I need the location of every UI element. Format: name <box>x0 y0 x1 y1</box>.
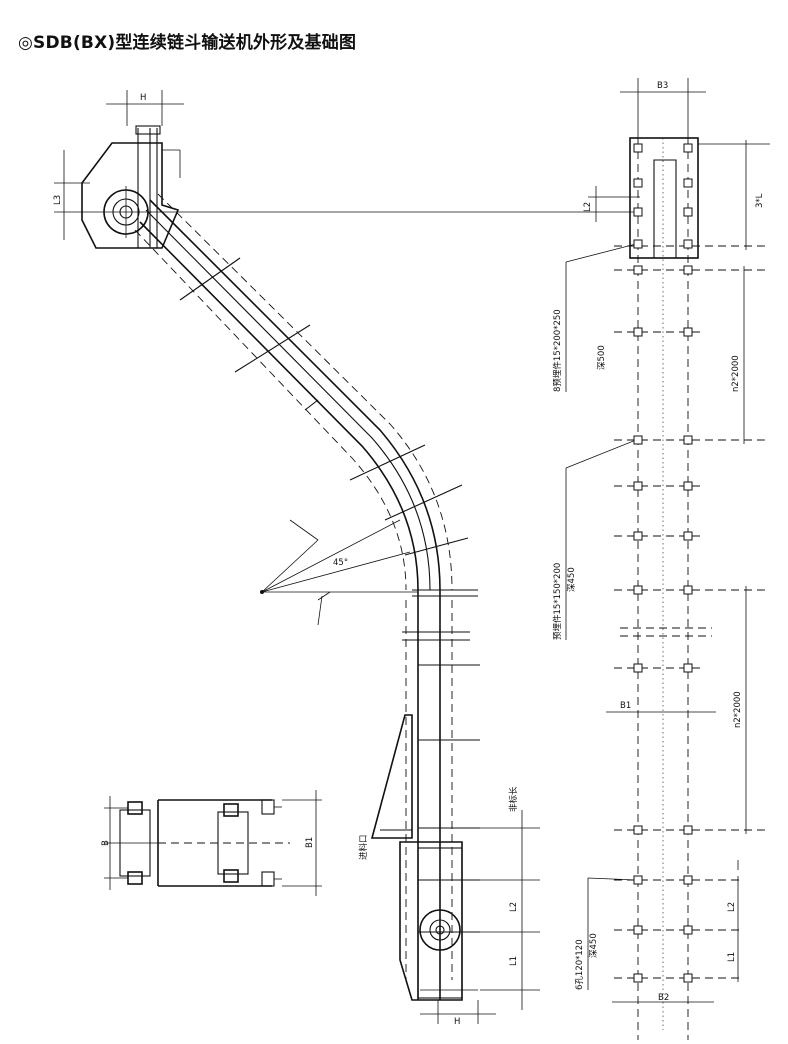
dim-b1-right: B1 <box>620 701 631 711</box>
dim-3l: 3*L <box>755 193 765 208</box>
anchor-bolt <box>633 531 643 541</box>
side-view-section <box>104 790 322 896</box>
dim-b-left: B <box>101 840 111 846</box>
anchor-bolt <box>683 327 693 337</box>
anchor-bolt <box>633 178 643 188</box>
anchor-bolt <box>633 327 643 337</box>
depth-450-label-b: 深450 <box>589 933 599 958</box>
anchor-bolt <box>683 663 693 673</box>
dim-b1-left: B1 <box>305 837 315 848</box>
anchor-bolt <box>633 973 643 983</box>
anchor-bolt <box>683 435 693 445</box>
angle-label: 45° <box>333 558 348 568</box>
anchor-bolt <box>683 585 693 595</box>
head-unit <box>54 90 184 249</box>
non-standard-length-label: 非标长 <box>508 786 519 812</box>
dim-n2-2000-bottom: n2*2000 <box>733 691 743 728</box>
dim-l2-right: L2 <box>727 902 737 912</box>
dim-l1-bottom: L1 <box>509 956 519 966</box>
anchor-bolt <box>633 825 643 835</box>
foundation-plan <box>565 78 770 1040</box>
inclined-conveyor <box>134 193 478 626</box>
anchor-bolt <box>633 435 643 445</box>
page-title: ◎SDB(BX)型连续链斗输送机外形及基础图 <box>18 33 357 53</box>
dim-b3: B3 <box>657 81 668 91</box>
anchor-bolt <box>683 481 693 491</box>
anchor-bolt <box>683 531 693 541</box>
dim-l3: L3 <box>53 195 63 205</box>
dim-h-top: H <box>140 93 146 103</box>
anchor-bolt <box>633 207 643 217</box>
anchor-bolt <box>683 265 693 275</box>
embed-plate-8-label: 8预埋件15*200*250 <box>552 309 563 392</box>
anchor-bolt <box>633 925 643 935</box>
anchor-bolt <box>633 265 643 275</box>
anchor-bolt <box>633 875 643 885</box>
dim-l2-top: L2 <box>583 202 593 212</box>
anchor-bolt <box>683 973 693 983</box>
anchor-bolt <box>633 585 643 595</box>
vertical-conveyor <box>370 590 540 1024</box>
dim-l2-bottom: L2 <box>509 902 519 912</box>
anchor-bolt <box>683 207 693 217</box>
anchor-bolt <box>683 239 693 249</box>
dim-h-bottom: H <box>454 1017 460 1027</box>
depth-450-label-a: 深450 <box>567 567 577 592</box>
embed-plate-label: 预埋件15*150*200 <box>552 563 563 640</box>
anchor-bolt <box>633 481 643 491</box>
dim-l1-right: L1 <box>727 952 737 962</box>
dim-b2: B2 <box>658 993 669 1003</box>
anchor-bolt <box>633 143 643 153</box>
anchor-bolt <box>683 925 693 935</box>
anchor-bolts <box>633 143 693 983</box>
anchor-bolt <box>633 239 643 249</box>
dim-n2-2000-top: n2*2000 <box>731 355 741 392</box>
feed-inlet-label: 进料口 <box>358 834 369 860</box>
anchor-bolt <box>683 825 693 835</box>
anchor-bolt <box>683 143 693 153</box>
anchor-bolt <box>683 875 693 885</box>
anchor-bolt <box>683 178 693 188</box>
anchor-bolt <box>633 663 643 673</box>
holes-label: 6孔120*120 <box>575 939 585 990</box>
depth-500-label: 深500 <box>597 345 607 370</box>
